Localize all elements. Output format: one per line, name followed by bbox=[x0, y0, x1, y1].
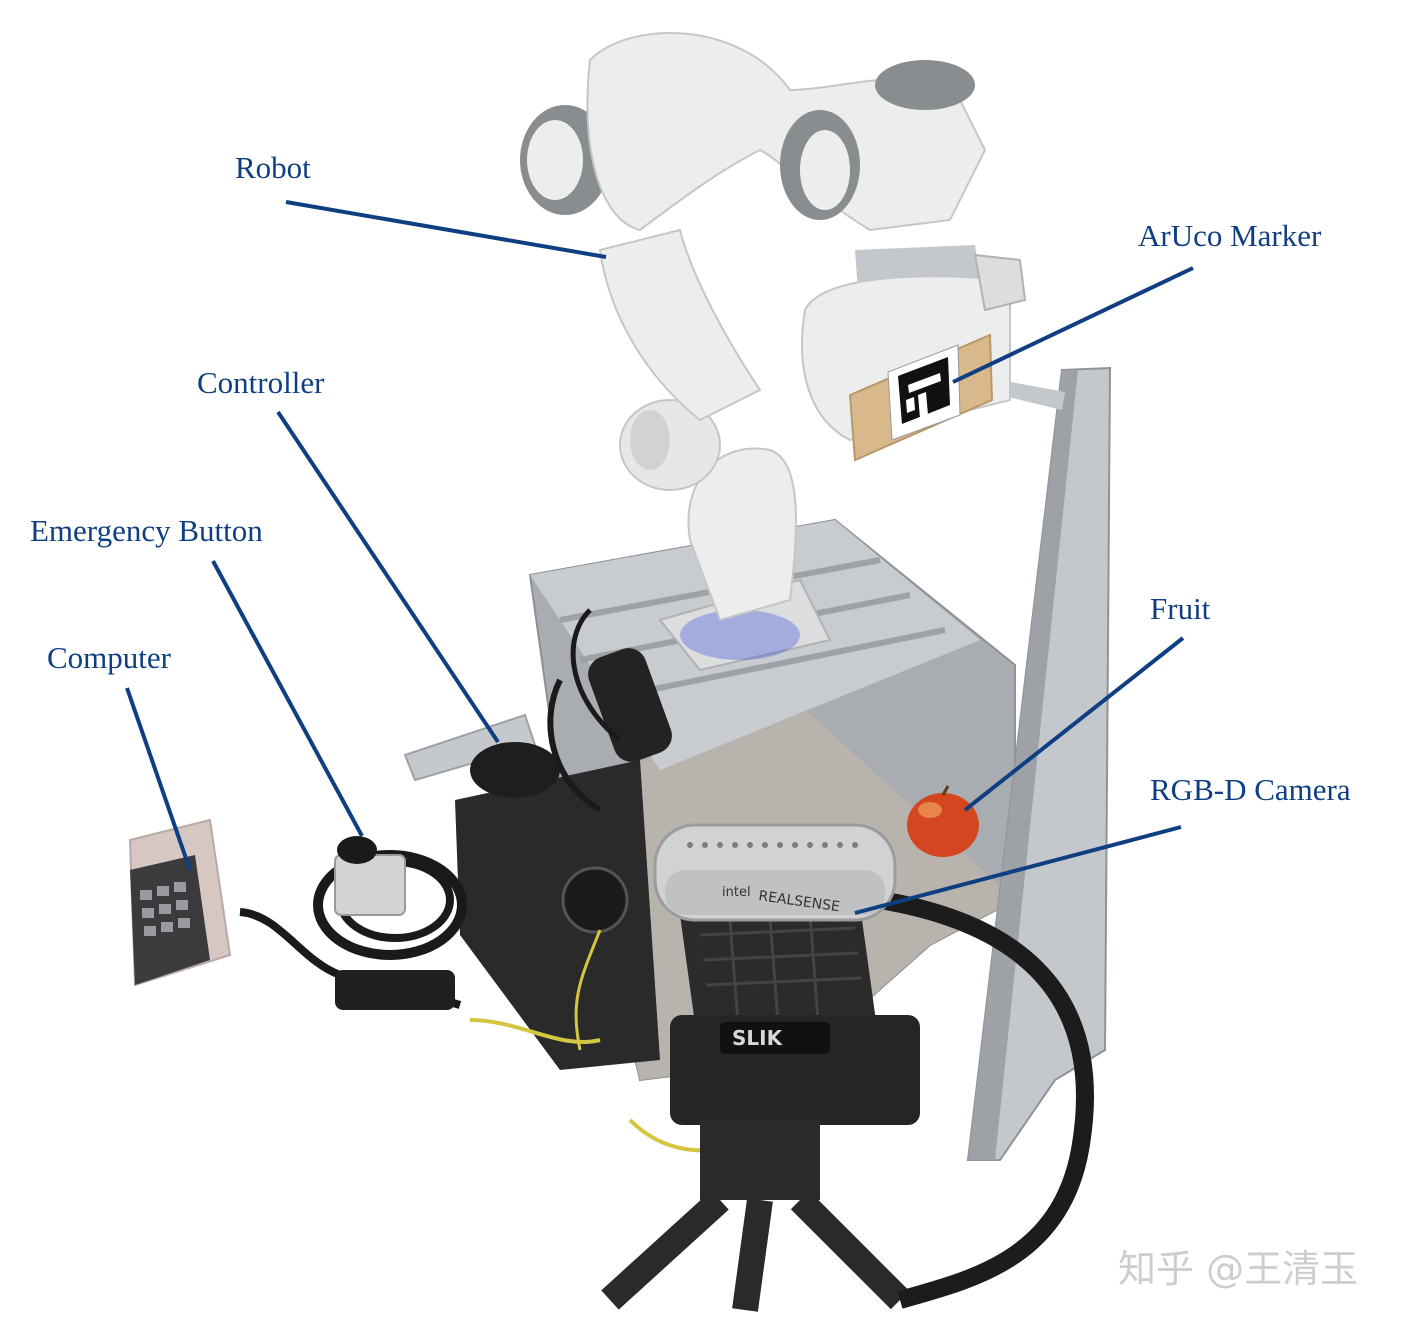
camera-maker-text: intel bbox=[722, 885, 751, 900]
under-table-equipment bbox=[455, 760, 761, 1153]
label-emergency-button: Emergency Button bbox=[30, 513, 263, 548]
emergency-button-leader-line bbox=[211, 560, 364, 837]
label-robot: Robot bbox=[235, 150, 311, 185]
label-rgbd-camera: RGB-D Camera bbox=[1150, 772, 1351, 807]
tripod bbox=[601, 891, 1094, 1312]
label-computer: Computer bbox=[47, 640, 171, 675]
label-controller: Controller bbox=[197, 365, 325, 400]
tripod-brand-text: SLIK bbox=[732, 1026, 784, 1050]
rgbd-camera-leader-line bbox=[854, 825, 1182, 915]
emergency-button-device bbox=[239, 836, 467, 1010]
robot-leader-line bbox=[285, 200, 607, 259]
label-aruco-marker: ArUco Marker bbox=[1138, 218, 1322, 253]
robot-arm bbox=[520, 31, 1027, 672]
controller-leader-line bbox=[276, 410, 500, 744]
rgbd-camera-device bbox=[653, 823, 897, 922]
aruco-marker-leader-line bbox=[952, 266, 1194, 384]
fruit-apple bbox=[907, 785, 979, 857]
leader-lines bbox=[125, 200, 1194, 915]
fruit-leader-line bbox=[963, 636, 1185, 812]
label-fruit: Fruit bbox=[1150, 591, 1211, 626]
controller-device bbox=[470, 608, 672, 835]
computer-laptop bbox=[128, 818, 232, 987]
aruco-marker bbox=[848, 333, 994, 462]
computer-leader-line bbox=[125, 687, 192, 871]
watermark: 知乎 @王清玉 bbox=[1118, 1247, 1359, 1291]
